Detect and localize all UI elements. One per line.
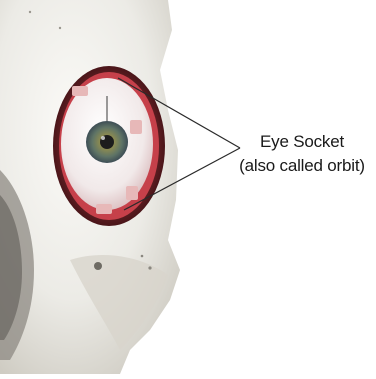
foramen-dot [59,27,61,29]
foramen-dot [148,266,151,269]
foramen-dot [29,11,31,13]
annotation-title: Eye Socket [228,130,376,154]
foramen-dot [141,255,144,258]
muscle-pad [126,186,138,200]
muscle-pad [130,120,142,134]
annotation-subtitle: (also called orbit) [228,154,376,178]
foramen-dot [94,262,102,270]
muscle-pad [72,86,88,96]
muscle-pad [96,204,112,214]
pupil-highlight [101,136,105,140]
annotation-label: Eye Socket (also called orbit) [228,130,376,178]
